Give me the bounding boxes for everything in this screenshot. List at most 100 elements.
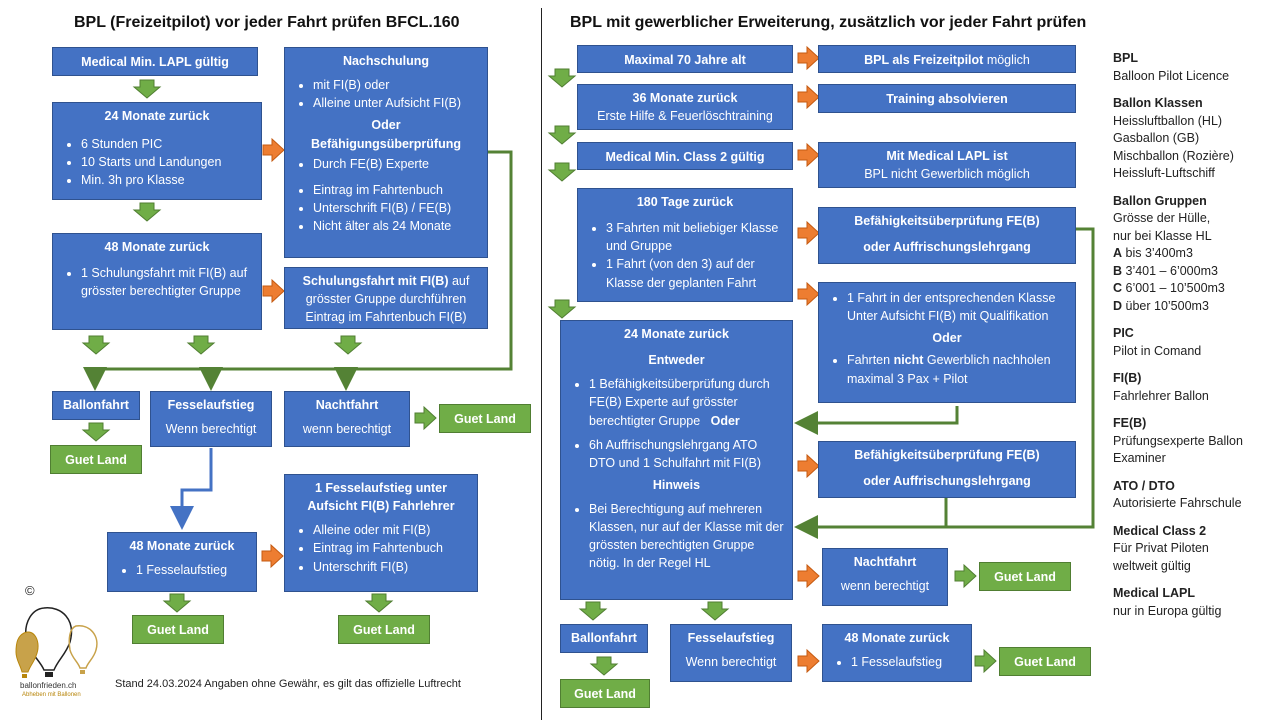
legend-line: B 3’401 – 6’000m3	[1113, 263, 1273, 281]
guet-land-nacht-left: Guet Land	[439, 404, 531, 433]
list-item: Alleine unter Aufsicht FI(B)	[313, 94, 479, 112]
age-label: Maximal 70 Jahre alt	[624, 53, 746, 67]
logo-subtext: Abheben mit Ballonen	[22, 692, 81, 698]
legend-group: FE(B) Prüfungsexperte Ballon Examiner	[1113, 415, 1273, 468]
legend-line: A bis 3’400m3	[1113, 245, 1273, 263]
left-title: BPL (Freizeitpilot) vor jeder Fahrt prüf…	[74, 14, 460, 31]
list-item: 1 Befähigkeitsüberprüfung durch FE(B) Ex…	[589, 375, 784, 429]
legend-line: D über 10’500m3	[1113, 298, 1273, 316]
list-item: Nicht älter als 24 Monate	[313, 217, 479, 235]
m36-box: 36 Monate zurück Erste Hilfe & Feuerlösc…	[577, 84, 793, 130]
list-item: Eintrag im Fahrtenbuch	[313, 181, 479, 199]
legend-group: Ballon Gruppen Grösse der Hülle, nur bei…	[1113, 193, 1273, 316]
legend-group: ATO / DTO Autorisierte Fahrschule	[1113, 478, 1273, 513]
befaehigung-box-1: Befähigkeitsüberprüfung FE(B) oder Auffr…	[818, 207, 1076, 264]
list-item: 1 Fahrt in der entsprechenden Klasse Unt…	[847, 289, 1067, 325]
m48-box: 48 Monate zurück 1 Schulungsfahrt mit FI…	[52, 233, 262, 330]
nachtfahrt-box-right: Nachtfahrt wenn berechtigt	[822, 548, 948, 606]
legend-group: FI(B) Fahrlehrer Ballon	[1113, 370, 1273, 405]
footer-note: Stand 24.03.2024 Angaben ohne Gewähr, es…	[115, 678, 461, 690]
m24-item1: 1 Befähigkeitsüberprüfung durch FE(B) Ex…	[589, 377, 770, 428]
section-divider	[541, 8, 542, 720]
legend-line: Pilot in Comand	[1113, 343, 1202, 358]
oder-label: Oder	[371, 118, 401, 133]
guet-land-fessel-left: Guet Land	[132, 615, 224, 644]
medical-lapl-note-box: Mit Medical LAPL ist BPL nicht Gewerblic…	[818, 142, 1076, 188]
legend-line: C 6’001 – 10’500m3	[1113, 280, 1273, 298]
legend-head: BPL	[1113, 51, 1138, 65]
copyright-mark: ©	[25, 583, 35, 598]
m24-box: 24 Monate zurück 6 Stunden PIC 10 Starts…	[52, 102, 262, 200]
feedback-line-left	[83, 150, 513, 391]
medical-class2-label: Medical Min. Class 2 gültig	[605, 150, 765, 164]
group-range: 6’001 – 10’500m3	[1122, 281, 1225, 295]
legend-head: ATO / DTO	[1113, 478, 1175, 493]
t180-title: 180 Tage zurück	[636, 195, 734, 209]
group-range: bis 3’400m3	[1122, 246, 1193, 260]
guet-land-ballon-left: Guet Land	[50, 445, 142, 474]
legend-line: weltweit gültig	[1113, 558, 1191, 573]
freizeitpilot-text: BPL als Freizeitpilot möglich	[825, 51, 1069, 69]
medical-lapl-note-1: Mit Medical LAPL ist	[886, 149, 1008, 163]
legend-line: nur in Europa gültig	[1113, 603, 1222, 618]
schulungsfahrt-text: Schulungsfahrt mit FI(B) auf	[293, 272, 479, 290]
freizeitpilot-bold: BPL als Freizeitpilot	[864, 53, 984, 67]
legend-line: Mischballon (Rozière)	[1113, 148, 1234, 163]
nachschulung-box: Nachschulung mit FI(B) oder Alleine unte…	[284, 47, 488, 258]
m48-fessel-title: 48 Monate zurück	[129, 539, 235, 553]
guet-land-aufsicht-left: Guet Land	[338, 615, 430, 644]
down-arrows	[81, 68, 997, 676]
group-letter: C	[1113, 281, 1123, 295]
ballonfrieden-logo: ballonfrieden.ch Abheben mit Ballonen	[14, 598, 106, 708]
befaehigung-1-l1: Befähigkeitsüberprüfung FE(B)	[854, 214, 1040, 228]
ballonfahrt-box-right: Ballonfahrt	[560, 624, 648, 653]
guet-land-ballon-right: Guet Land	[560, 679, 650, 708]
nachtfahrt-title: Nachtfahrt	[315, 398, 379, 412]
schulungsfahrt-rest3: Eintrag im Fahrtenbuch FI(B)	[305, 310, 467, 325]
group-range: 3’401 – 6’000m3	[1122, 263, 1218, 278]
list-item: 1 Fesselaufstieg	[851, 653, 963, 671]
training-box: Training absolvieren	[818, 84, 1076, 113]
schulungsfahrt-rest2: grösster Gruppe durchführen	[305, 292, 467, 307]
legend-head: FE(B)	[1113, 416, 1147, 430]
legend-line: Heissluftballon (HL)	[1113, 113, 1223, 128]
legend-line: Fahrlehrer Ballon	[1113, 388, 1209, 403]
balloon-logo-icon	[15, 607, 98, 678]
schulungsfahrt-box: Schulungsfahrt mit FI(B) auf grösster Gr…	[284, 267, 488, 329]
list-item: Fahrten nicht Gewerblich nachholen maxim…	[847, 351, 1067, 387]
group-letter: B	[1113, 263, 1123, 278]
group-range: über 10’500m3	[1122, 298, 1209, 313]
ballonfahrt-box-left: Ballonfahrt	[52, 391, 140, 420]
legend-line: Prüfungsexperte Ballon	[1113, 433, 1243, 448]
schulungsfahrt-bold: Schulungsfahrt mit FI(B)	[302, 274, 449, 288]
befaehigung-1-l2: oder Auffrischungslehrgang	[863, 240, 1031, 255]
feedback-line-right	[794, 227, 1095, 539]
fesselaufstieg-sub: Wenn berechtigt	[165, 422, 257, 437]
group-letter: D	[1113, 298, 1123, 313]
m24-box-right: 24 Monate zurück Entweder 1 Befähigkeits…	[560, 320, 793, 600]
m36-sub: Erste Hilfe & Feuerlöschtraining	[597, 109, 773, 124]
m48-right-title: 48 Monate zurück	[844, 631, 950, 645]
legend-group: Ballon Klassen Heissluftballon (HL) Gasb…	[1113, 95, 1273, 183]
medical-lapl-label: Medical Min. LAPL gültig	[81, 55, 229, 69]
fesselaufstieg-title: Fesselaufstieg	[167, 398, 255, 412]
schulungsfahrt-rest1: auf	[448, 274, 470, 288]
legend-line: Grösse der Hülle,	[1113, 211, 1211, 225]
medical-class2-box: Medical Min. Class 2 gültig	[577, 142, 793, 170]
list-item: 1 Schulungsfahrt mit FI(B) auf grösster …	[81, 264, 253, 300]
befaehigung-2-l2: oder Auffrischungslehrgang	[863, 474, 1031, 489]
legend-line: Gasballon (GB)	[1113, 131, 1200, 145]
m36-title: 36 Monate zurück	[632, 91, 738, 105]
list-item: 1 Fesselaufstieg	[136, 561, 248, 579]
list-item: 1 Fahrt (von den 3) auf der Klasse der g…	[606, 255, 784, 291]
list-item: mit FI(B) oder	[313, 76, 479, 94]
legend-head: Ballon Gruppen	[1113, 193, 1207, 208]
legend-group: BPL Balloon Pilot Licence	[1113, 50, 1273, 85]
legend-line: Balloon Pilot Licence	[1113, 68, 1230, 83]
guet-land-m48-right: Guet Land	[999, 647, 1091, 676]
legend-head: Ballon Klassen	[1113, 96, 1203, 110]
befaehigung-box-2: Befähigkeitsüberprüfung FE(B) oder Auffr…	[818, 441, 1076, 498]
t180-box: 180 Tage zurück 3 Fahrten mit beliebiger…	[577, 188, 793, 302]
fesselaufstieg-box-right: Fesselaufstieg Wenn berechtigt	[670, 624, 792, 682]
list-item: Unterschrift FI(B) / FE(B)	[313, 199, 479, 217]
